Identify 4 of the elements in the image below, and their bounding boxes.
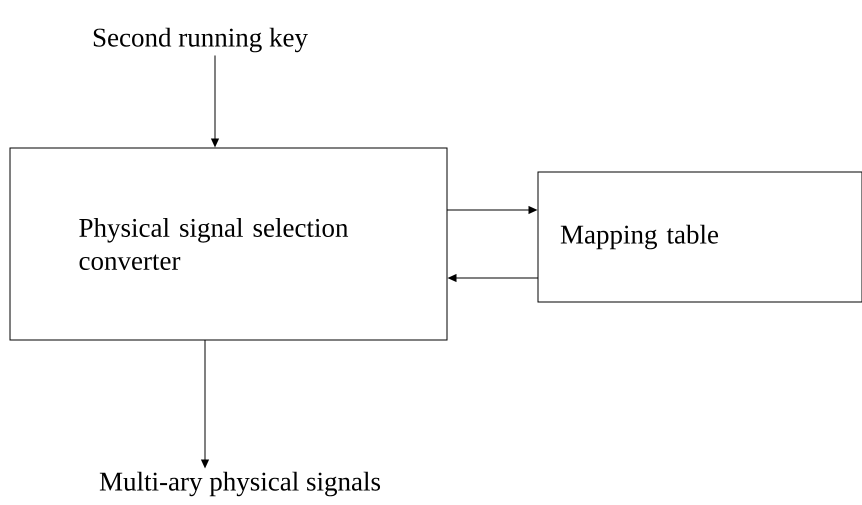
- process-box: Mapping table: [538, 172, 862, 302]
- label-text: Multi-ary physical signals: [100, 472, 380, 496]
- label-text: Second running key: [94, 28, 308, 52]
- process-box: Physical signal selection converter: [10, 148, 448, 340]
